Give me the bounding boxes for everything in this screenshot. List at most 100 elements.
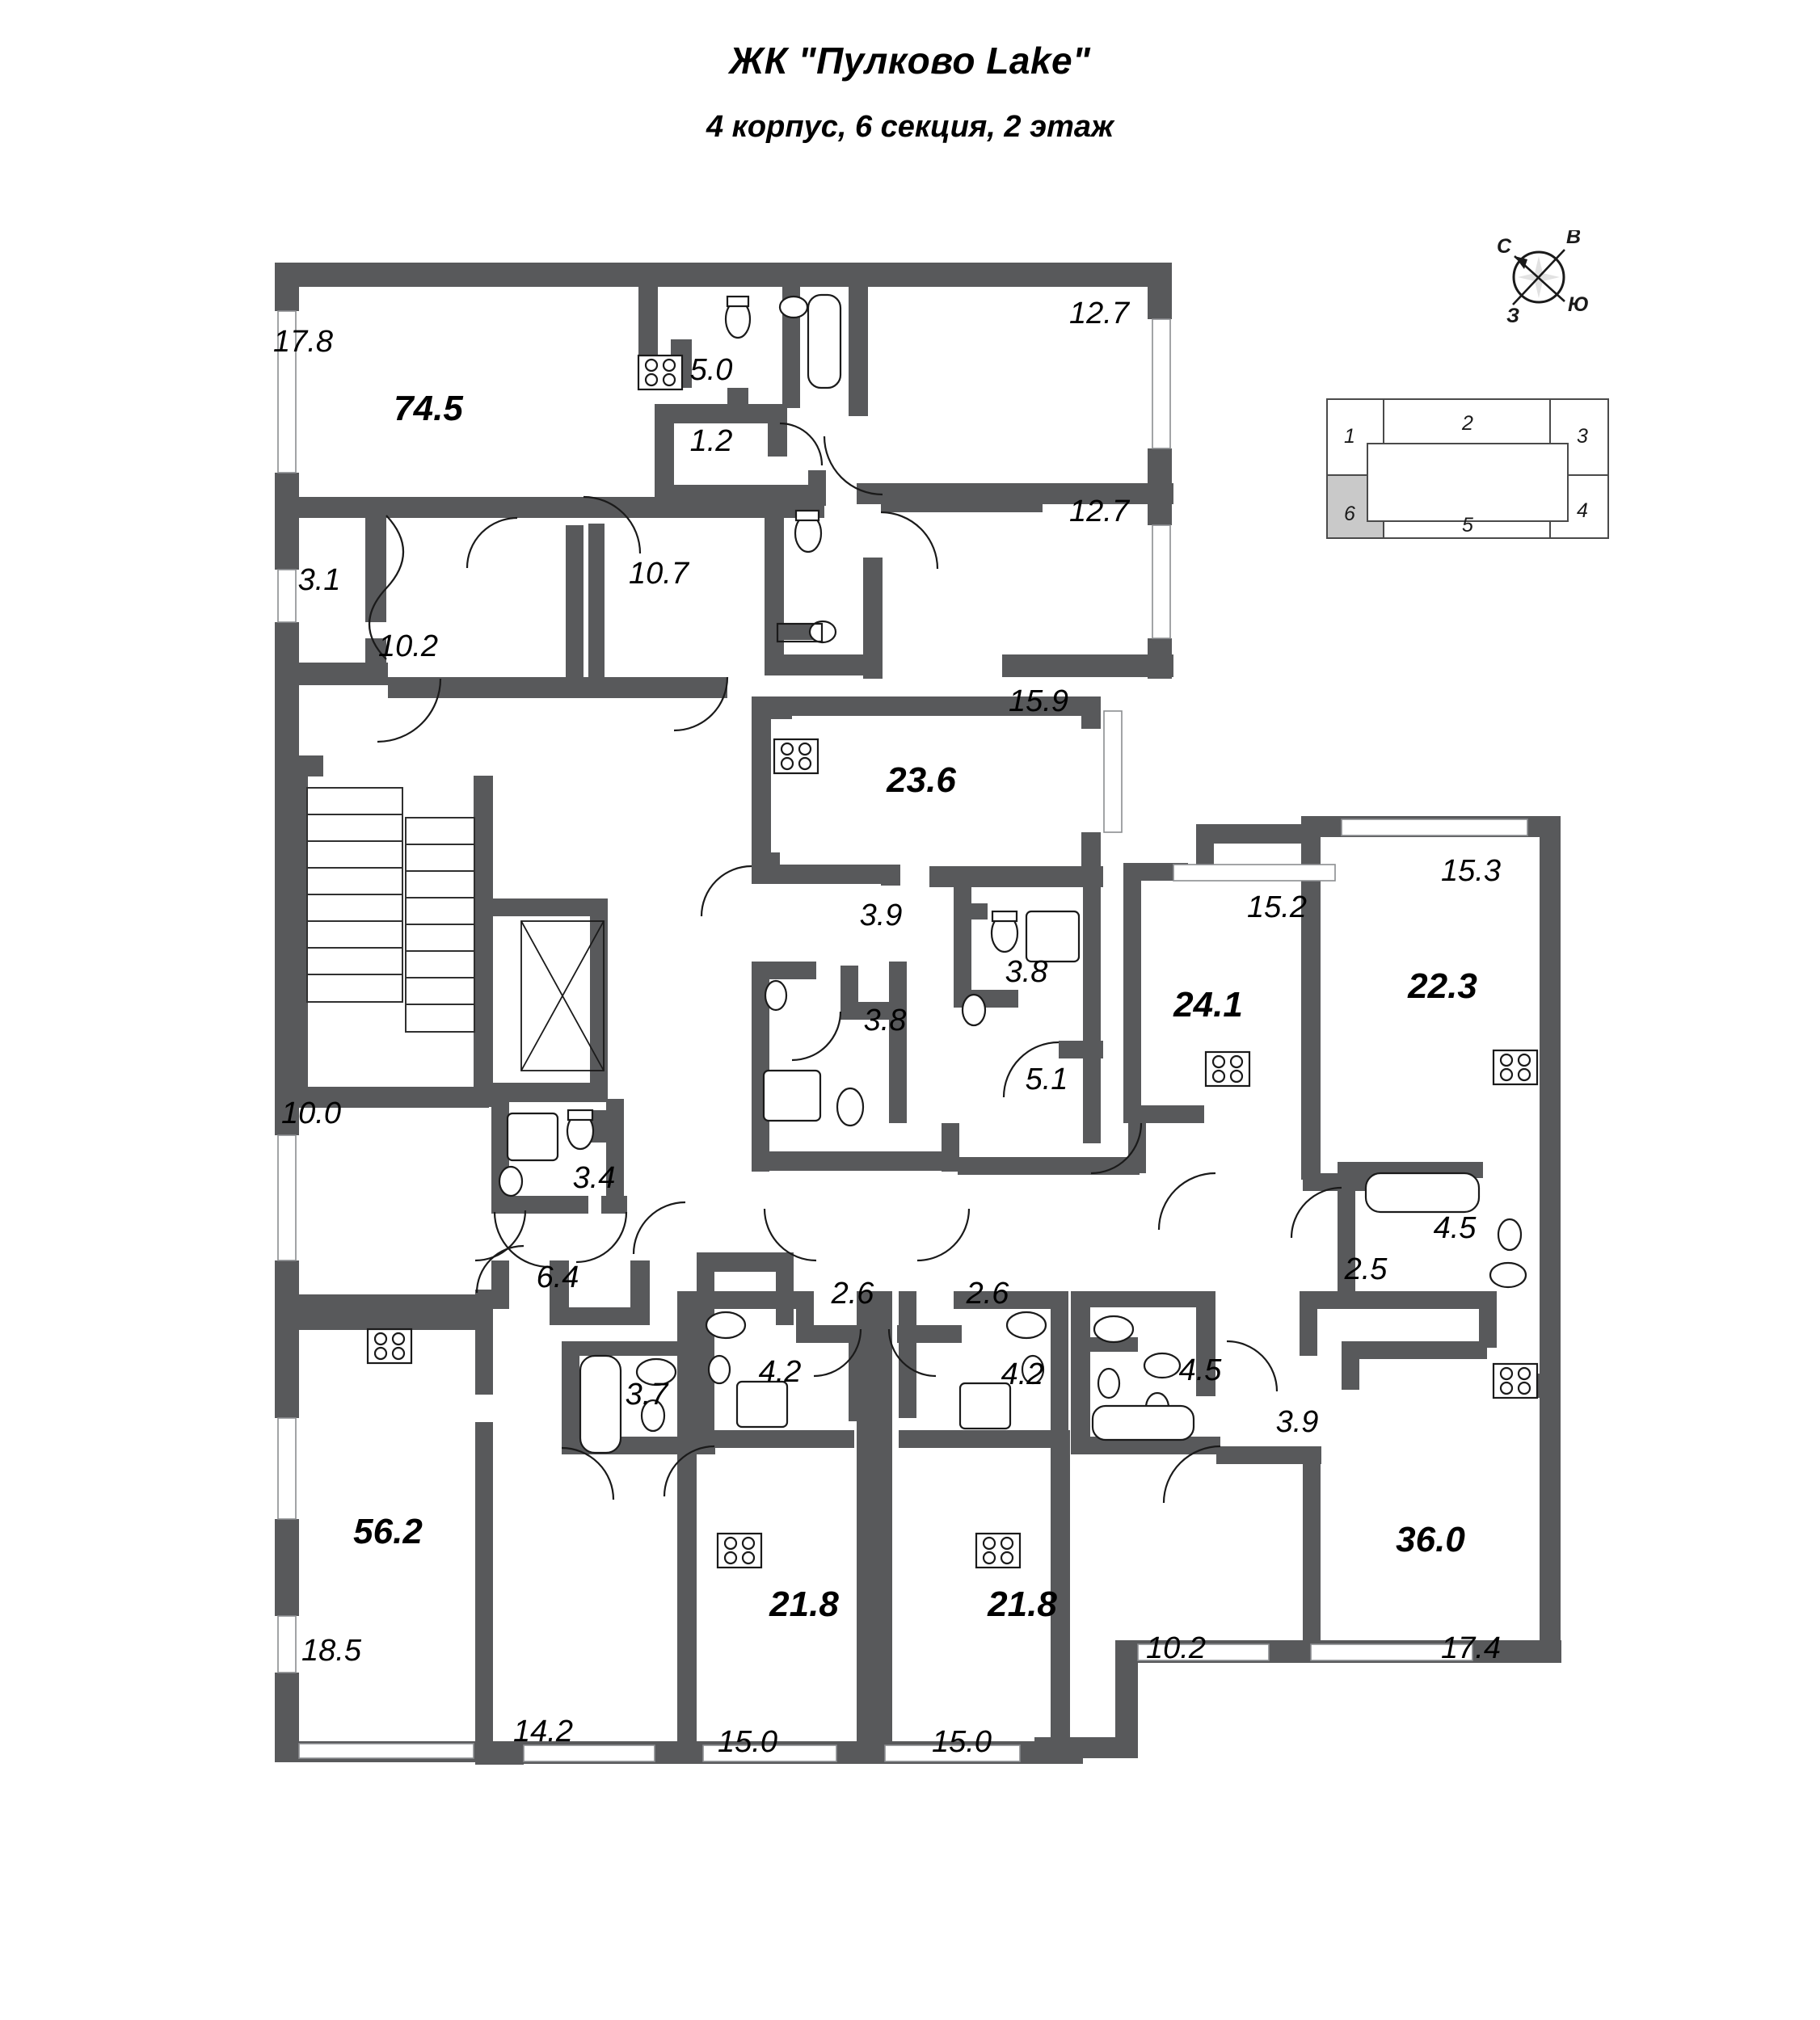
key-section-4-label: 4 <box>1577 499 1588 522</box>
room-area-label: 1.2 <box>690 424 733 458</box>
building-key-diagram: 1 2 3 4 5 6 <box>1325 398 1610 540</box>
room-area-label: 24.1 <box>1173 985 1243 1025</box>
staircase <box>306 787 475 1033</box>
room-area-label: 3.9 <box>1276 1405 1319 1439</box>
room-area-label: 17.4 <box>1441 1631 1501 1665</box>
bathtub-icon <box>579 1354 622 1454</box>
room-area-label: 17.8 <box>273 325 333 359</box>
room-area-label: 15.3 <box>1441 854 1501 888</box>
compass-north-label: С <box>1497 235 1512 258</box>
wall-group <box>275 263 1561 1765</box>
toilet-icon <box>1143 1352 1182 1379</box>
toilet-icon <box>566 1109 595 1151</box>
key-section-6-label: 6 <box>1344 503 1355 525</box>
room-area-label: 21.8 <box>987 1584 1057 1624</box>
stove-icon <box>366 1328 413 1365</box>
room-area-label: 10.2 <box>1146 1631 1206 1665</box>
page-subtitle: 4 корпус, 6 секция, 2 этаж <box>706 110 1114 144</box>
fixtures-group <box>366 293 1539 1569</box>
room-area-label: 3.9 <box>860 898 903 932</box>
toilet-icon <box>1093 1315 1135 1344</box>
room-area-label: 12.7 <box>1069 297 1131 330</box>
room-area-label: 5.0 <box>690 353 733 387</box>
room-area-label: 18.5 <box>301 1634 362 1668</box>
room-area-label: 10.7 <box>629 557 690 591</box>
compass-south-label: Ю <box>1568 293 1589 316</box>
bathtub-icon <box>1364 1172 1481 1214</box>
sink-icon <box>1497 1218 1523 1252</box>
sink-icon <box>1021 1354 1045 1385</box>
room-area-label: 23.6 <box>886 760 956 800</box>
room-area-label: 74.5 <box>394 389 463 428</box>
counter-icon <box>776 622 824 643</box>
title-block: ЖК "Пулково Lake" 4 корпус, 6 секция, 2 … <box>0 39 1820 145</box>
stove-icon <box>637 354 684 391</box>
key-section-3-label: 3 <box>1577 425 1588 448</box>
room-area-label: 22.3 <box>1407 966 1477 1006</box>
room-area-label: 56.2 <box>353 1512 423 1551</box>
compass-west-label: З <box>1506 305 1519 327</box>
room-area-label: 3.1 <box>298 563 341 597</box>
room-area-label: 4.2 <box>1001 1357 1044 1391</box>
room-area-label: 6.4 <box>537 1260 579 1294</box>
shower-icon <box>735 1380 789 1429</box>
shower-icon <box>958 1382 1012 1430</box>
room-area-label: 2.5 <box>1344 1252 1388 1286</box>
bathtub-icon <box>1091 1404 1195 1441</box>
compass-rose: С В Ю З <box>1485 230 1590 327</box>
toilet-icon <box>794 509 823 553</box>
key-section-1-label: 1 <box>1344 425 1355 448</box>
toilet-icon <box>724 295 752 339</box>
sink-icon <box>778 295 809 319</box>
toilet-icon <box>635 1357 677 1387</box>
room-area-label: 3.4 <box>573 1161 616 1195</box>
shower-icon <box>1025 910 1081 963</box>
stove-icon <box>716 1532 763 1569</box>
room-area-label: 15.9 <box>1009 684 1068 718</box>
sink-icon <box>764 979 788 1012</box>
room-area-label: 12.7 <box>1069 494 1131 528</box>
sink-icon <box>961 993 987 1027</box>
sink-icon <box>1097 1367 1121 1399</box>
room-area-label: 10.0 <box>281 1096 341 1130</box>
room-area-label: 4.5 <box>1179 1353 1223 1387</box>
sink-icon <box>498 1165 524 1197</box>
window-group <box>277 310 1528 1762</box>
sink-icon <box>640 1399 666 1433</box>
room-area-label: 15.0 <box>932 1725 992 1759</box>
page-title: ЖК "Пулково Lake" <box>729 40 1091 82</box>
room-area-label: 3.8 <box>1005 955 1048 989</box>
bathtub-icon <box>762 1069 822 1122</box>
door-group <box>369 422 1342 1504</box>
room-area-label: 4.2 <box>759 1355 802 1389</box>
toilet-icon <box>705 1311 747 1340</box>
room-area-label: 2.6 <box>831 1277 875 1311</box>
toilet-icon <box>836 1087 865 1127</box>
stove-icon <box>1492 1049 1539 1086</box>
stove-icon <box>773 738 819 775</box>
room-area-label: 5.1 <box>1026 1063 1068 1096</box>
room-area-label: 3.7 <box>626 1378 670 1412</box>
elevator-shaft <box>520 920 605 1071</box>
room-area-label: 21.8 <box>769 1584 839 1624</box>
compass-east-label: В <box>1566 230 1581 248</box>
toilet-icon <box>990 910 1019 953</box>
room-area-label: 15.2 <box>1247 890 1307 924</box>
stove-icon <box>1204 1050 1251 1088</box>
bathtub-icon <box>807 293 842 389</box>
room-area-label: 36.0 <box>1396 1520 1465 1559</box>
room-area-label: 2.6 <box>966 1277 1010 1311</box>
toilet-icon <box>1005 1311 1047 1340</box>
key-section-2-label: 2 <box>1461 412 1473 435</box>
sink-icon <box>707 1354 731 1385</box>
room-area-label: 15.0 <box>718 1725 777 1759</box>
toilet-icon <box>1489 1261 1527 1289</box>
stove-icon <box>975 1532 1022 1569</box>
stove-icon <box>1492 1362 1539 1399</box>
key-section-5-label: 5 <box>1462 514 1473 537</box>
room-area-label: 4.5 <box>1434 1211 1477 1245</box>
room-area-label: 3.8 <box>864 1004 907 1037</box>
shower-icon <box>506 1112 559 1162</box>
